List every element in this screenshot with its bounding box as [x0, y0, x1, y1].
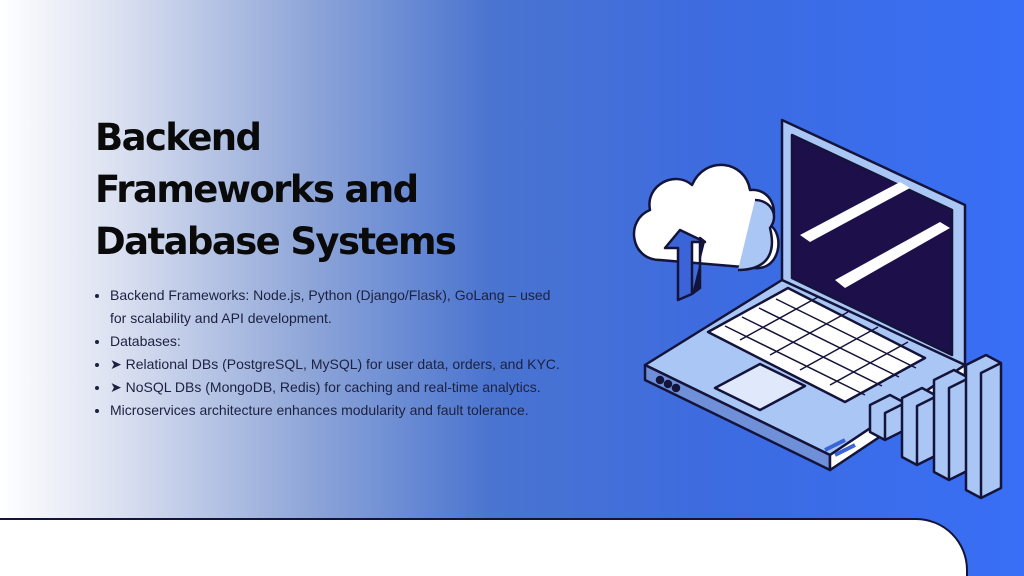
bullet-item: Backend Frameworks: Node.js, Python (Dja…: [110, 284, 570, 330]
laptop-illustration: [643, 118, 967, 472]
bullet-list: Backend Frameworks: Node.js, Python (Dja…: [92, 284, 570, 422]
bullet-item: Databases:: [110, 330, 570, 353]
bullet-item: ➤ Relational DBs (PostgreSQL, MySQL) for…: [110, 353, 570, 376]
bar-chart-illustration: [868, 353, 1003, 500]
laptop-cloud-illustration: [632, 118, 1003, 500]
slide-title: Backend Frameworks and Database Systems: [95, 112, 555, 268]
title-line-1: Backend: [95, 116, 262, 159]
bottom-white-panel: [0, 518, 968, 576]
title-line-3: Database Systems: [95, 220, 457, 263]
title-line-2: Frameworks and: [95, 168, 419, 211]
bullet-item: Microservices architecture enhances modu…: [110, 399, 570, 422]
cloud-upload-icon: [632, 163, 780, 302]
bullet-item: ➤ NoSQL DBs (MongoDB, Redis) for caching…: [110, 376, 570, 399]
